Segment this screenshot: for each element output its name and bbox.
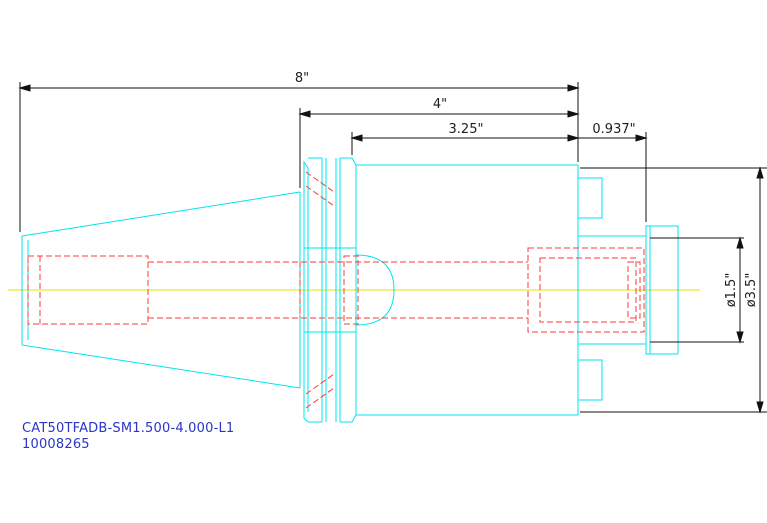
dim-projection: 0.937" (592, 122, 635, 137)
dimension-lines (18, 82, 767, 414)
dim-bore-diameter: ø1.5" (724, 273, 739, 308)
dim-body-diameter: ø3.5" (744, 273, 759, 308)
hidden-lines (27, 171, 645, 409)
dim-body-length: 3.25" (449, 122, 484, 137)
flange (303, 157, 357, 423)
dim-overall-length: 8" (295, 71, 309, 86)
tool-body (355, 164, 679, 416)
part-number-label: CAT50TFADB-SM1.500-4.000-L1 (22, 421, 235, 436)
dim-shank-length: 4" (433, 97, 447, 112)
serial-number-label: 10008265 (22, 437, 90, 452)
